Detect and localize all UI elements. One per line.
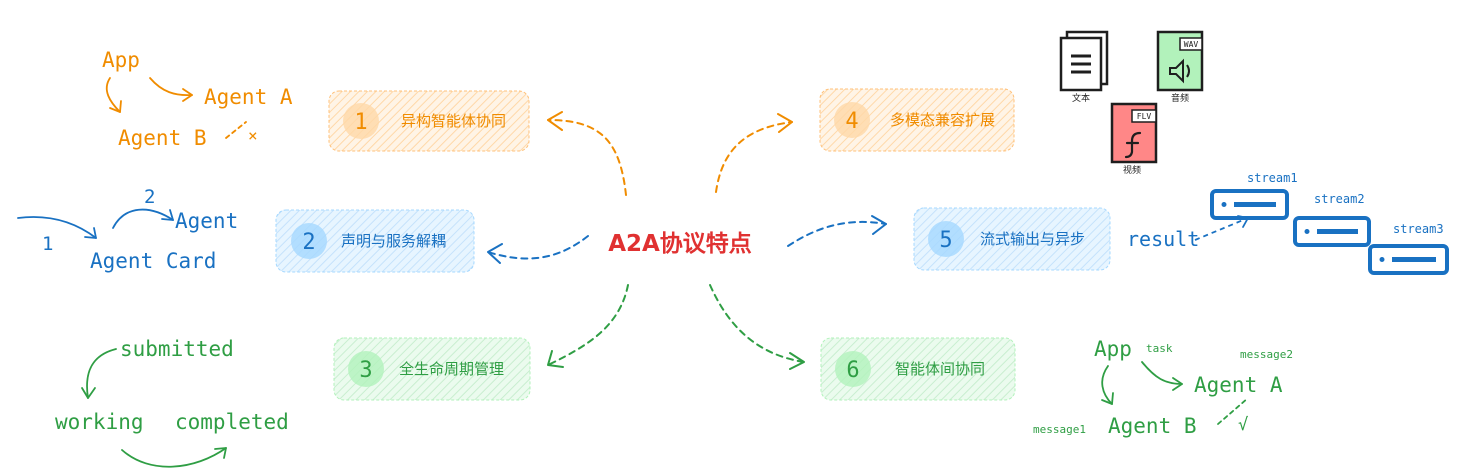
ex3-completed: completed [175, 410, 289, 434]
feature-label-1: 异构智能体协同 [401, 112, 506, 130]
server-icon [1210, 189, 1289, 220]
server-icon [1368, 244, 1449, 275]
connector-arrows [487, 119, 887, 366]
arrow-to-feature-6 [709, 284, 805, 363]
ex5-stream-2: stream2 [1314, 192, 1365, 206]
ex2-number-2: 2 [144, 186, 155, 208]
ex6-arrowhead-app-to-b [1101, 392, 1114, 405]
ex4-text-label: 文本 [1072, 92, 1090, 104]
arrowhead-2 [487, 243, 503, 264]
feature-number-4: 4 [845, 109, 858, 134]
arrowhead-3 [547, 350, 564, 368]
feature-label-4: 多模态兼容扩展 [890, 111, 995, 129]
ex1-app: App [102, 48, 140, 72]
ex5-dashed-arrow [1194, 217, 1249, 241]
ex5-stream-1: stream1 [1247, 171, 1298, 185]
ex1-arrow-app-to-a [149, 77, 193, 97]
arrowhead-4 [777, 113, 793, 133]
ex5-result: result [1127, 227, 1199, 251]
feature-number-5: 5 [939, 228, 952, 253]
ex5-stream-3: stream3 [1393, 222, 1444, 236]
ex4-audio-tag: WAV [1184, 40, 1199, 49]
ex1-agent-a: Agent A [204, 85, 293, 109]
feature-box-2: 2 声明与服务解耦 [275, 209, 475, 273]
ex6-agent-b: Agent B [1108, 414, 1197, 438]
example-1: App Agent A Agent B × [102, 48, 293, 150]
feature-number-3: 3 [359, 358, 372, 383]
ex1-arrowhead-app-to-b [109, 100, 122, 113]
feature-box-5: 5 流式输出与异步 [913, 207, 1111, 271]
feature-box-1: 1 异构智能体协同 [328, 90, 530, 152]
ex6-agent-a: Agent A [1194, 373, 1283, 397]
ex6-message1: message1 [1033, 423, 1086, 436]
feature-number-6: 6 [846, 358, 859, 383]
ex6-app: App [1094, 337, 1132, 361]
speaker-icon [1156, 30, 1204, 92]
ex2-arrowhead-2 [161, 209, 174, 221]
ex6-arrowhead-app-to-a [1172, 377, 1183, 391]
example-4: 文本 WAV 音频 FLV 视频 [1059, 30, 1204, 176]
arrow-to-feature-1 [547, 119, 627, 196]
ex4-video-tag: FLV [1137, 112, 1152, 121]
feature-box-6: 6 智能体间协同 [820, 337, 1016, 401]
ex2-arrowhead-1 [84, 227, 97, 239]
ex6-check-mark: √ [1238, 415, 1248, 435]
ex1-arrowhead-app-to-a [182, 88, 193, 102]
document-icon [1059, 30, 1109, 92]
ex3-submitted: submitted [120, 337, 234, 361]
feature-box-3: 3 全生命周期管理 [333, 337, 531, 401]
ex6-dashed-link [1217, 397, 1249, 425]
ex6-arrow-app-to-a [1141, 361, 1183, 385]
ex4-video-label: 视频 [1123, 164, 1141, 176]
ex2-agent-card: Agent Card [90, 249, 216, 273]
example-2: 1 2 Agent Agent Card [17, 186, 238, 273]
ex6-message2: message2 [1240, 348, 1293, 361]
feature-number-2: 2 [302, 230, 315, 255]
ex2-arrow-1 [17, 216, 97, 239]
feature-label-5: 流式输出与异步 [980, 230, 1085, 248]
feature-number-1: 1 [354, 110, 367, 135]
connector-arrowheads [487, 111, 887, 370]
ex1-arrow-app-to-b [105, 77, 121, 113]
feature-label-6: 智能体间协同 [895, 360, 985, 378]
server-icon [1293, 216, 1371, 247]
arrow-to-feature-2 [487, 235, 589, 260]
ex3-arrowhead-1 [81, 387, 96, 399]
example-3: submitted working completed [55, 337, 289, 468]
arrow-to-feature-4 [715, 121, 793, 193]
ex1-dashed-link [225, 121, 247, 139]
feature-label-3: 全生命周期管理 [399, 360, 504, 378]
arrow-to-feature-5 [787, 221, 887, 247]
feature-box-4: 4 多模态兼容扩展 [819, 88, 1015, 152]
ex1-agent-b: Agent B [118, 126, 207, 150]
arrowhead-1 [547, 111, 563, 131]
ex6-task: task [1146, 342, 1173, 355]
ex6-arrow-app-to-b [1101, 365, 1113, 405]
ex3-arrow-submitted-to-working [86, 348, 117, 399]
ex1-cross-mark: × [248, 126, 258, 145]
arrowhead-6 [789, 352, 805, 370]
flash-icon [1110, 102, 1158, 164]
ex3-arrowhead-2 [214, 447, 227, 459]
ex3-working: working [55, 410, 144, 434]
example-6: App task message2 Agent A message1 Agent… [1033, 337, 1293, 438]
arrow-to-feature-3 [547, 284, 629, 366]
ex2-arrow-2 [112, 208, 174, 229]
ex2-agent: Agent [175, 209, 238, 233]
ex4-audio-label: 音频 [1171, 92, 1189, 104]
center-title: A2A协议特点 [608, 231, 752, 257]
arrowhead-5 [871, 215, 887, 235]
ex2-number-1: 1 [42, 233, 53, 255]
ex3-arrow-working-to-completed [121, 447, 227, 468]
example-5: result stream1 stream2 stream3 [1127, 171, 1449, 275]
feature-label-2: 声明与服务解耦 [341, 232, 446, 250]
